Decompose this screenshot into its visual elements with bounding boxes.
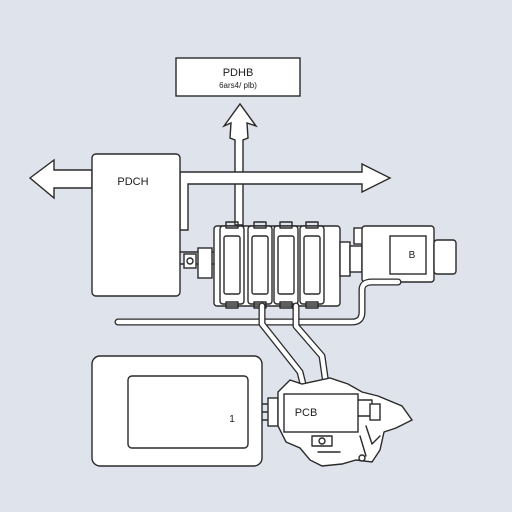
up-arrow: [221, 102, 258, 226]
horizontal-bus: [28, 158, 392, 231]
pipes: [114, 278, 402, 392]
module-4: [299, 221, 325, 309]
pcb-pin-1: [318, 437, 326, 445]
left-connector: [179, 247, 215, 279]
pcb-assembly: PCB: [277, 377, 414, 467]
left-connector-flange: [197, 247, 213, 279]
left-box-label: PDCH: [117, 176, 148, 188]
right-box-label: B: [409, 250, 416, 261]
right-box-side-port: [433, 239, 457, 275]
module-2: [247, 221, 273, 309]
left-connector-pin: [186, 257, 194, 265]
pcb-label: PCB: [295, 407, 318, 419]
pcb-pin-2: [358, 454, 366, 462]
top-box: PDHB 6ars4/ plb): [175, 57, 301, 97]
right-connector-plug: [349, 245, 363, 273]
bottom-left-box: 1: [91, 355, 263, 467]
top-box-frame: [175, 57, 301, 97]
right-box-inner: [389, 235, 427, 275]
top-box-subtitle: 6ars4/ plb): [219, 81, 257, 90]
bottom-connector-plug: [267, 397, 279, 427]
right-box: B: [361, 225, 457, 283]
left-box: PDCH: [91, 153, 181, 297]
module-stack: [213, 221, 341, 309]
top-box-title: PDHB: [223, 67, 254, 79]
module-3: [273, 221, 299, 309]
bottom-left-box-label: 1: [229, 414, 235, 425]
left-arrow-head: [28, 158, 93, 200]
right-connector-flange: [339, 241, 351, 277]
right-arrow-bus: [179, 162, 392, 231]
up-arrow-shape: [221, 102, 258, 226]
left-box-frame: [91, 153, 181, 297]
module-1: [219, 221, 245, 309]
pcb-side-port: [369, 403, 381, 421]
pcb-frame: [283, 393, 359, 433]
bottom-left-box-inner: [127, 375, 249, 449]
